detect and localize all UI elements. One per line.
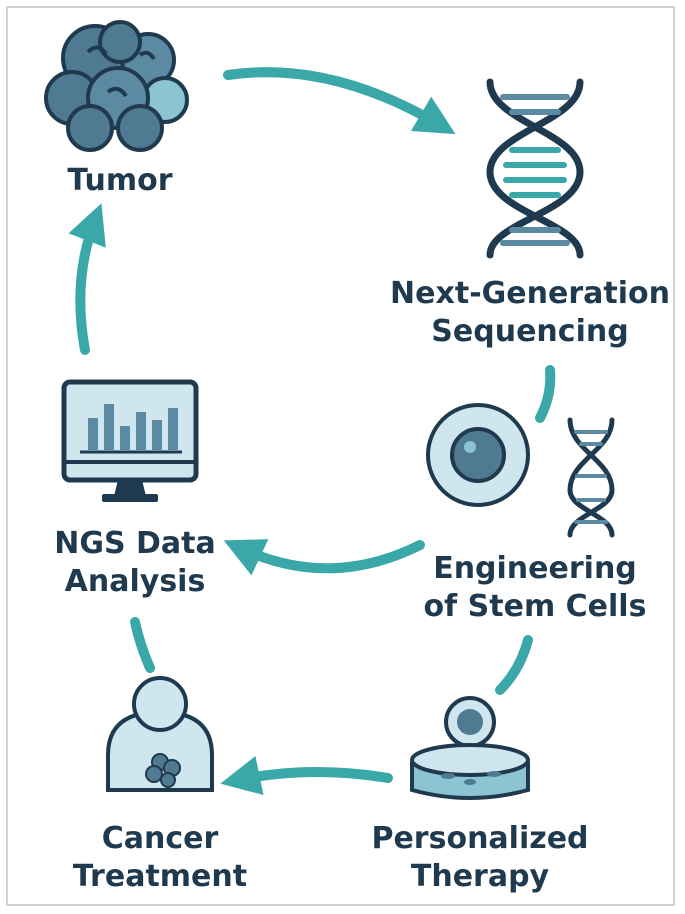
arrow-tumor-to-ngs xyxy=(223,67,456,135)
petri-dish-icon xyxy=(410,696,530,800)
node-label-stem: Engineering of Stem Cells xyxy=(420,550,650,626)
node-label-line: Treatment xyxy=(72,859,248,894)
node-label-line: Engineering xyxy=(433,551,637,586)
node-label-line: Sequencing xyxy=(431,314,629,349)
arrow-stem-to-analysis xyxy=(223,539,425,576)
arrow-analysis-to-tumor xyxy=(68,203,106,355)
node-label-line: Personalized xyxy=(371,821,589,856)
connector-analysis-to-treatment xyxy=(130,617,155,673)
node-label-line: Tumor xyxy=(67,163,173,198)
node-label-line: Cancer xyxy=(101,821,219,856)
node-label-ngs: Next-Generation Sequencing xyxy=(385,275,675,351)
node-label-line: of Stem Cells xyxy=(423,589,647,624)
dna-helix-icon xyxy=(486,78,584,259)
node-label-treatment: Cancer Treatment xyxy=(60,820,260,896)
node-label-line: NGS Data xyxy=(54,526,216,561)
node-label-line: Next-Generation xyxy=(390,276,670,311)
node-label-analysis: NGS Data Analysis xyxy=(40,525,230,601)
node-label-tumor: Tumor xyxy=(40,162,200,200)
node-label-therapy: Personalized Therapy xyxy=(365,820,595,896)
connector-stem-to-therapy xyxy=(495,635,533,695)
connector-ngs-to-stem xyxy=(535,365,556,423)
arrow-therapy-to-treatment xyxy=(220,755,393,796)
monitor-chart-icon xyxy=(61,379,199,502)
node-label-line: Therapy xyxy=(410,859,550,894)
tumor-icon xyxy=(44,20,189,152)
patient-icon xyxy=(106,676,214,792)
node-label-line: Analysis xyxy=(64,564,206,599)
dna-helix-small-icon xyxy=(567,417,615,538)
stem-cell-icon xyxy=(426,403,530,507)
